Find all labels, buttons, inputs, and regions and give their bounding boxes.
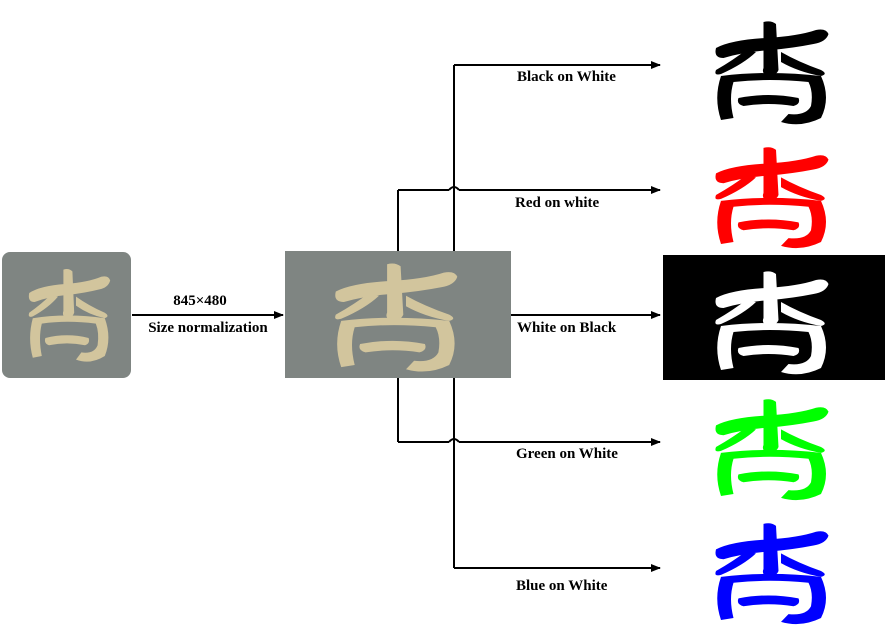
line-hop-upper: [448, 186, 460, 191]
branch-connectors: [397, 65, 460, 568]
glyph-black: [715, 21, 829, 125]
label-blue-on-white: Blue on White: [516, 578, 608, 594]
label-black-on-white: Black on White: [517, 69, 616, 85]
glyph-blue: [715, 523, 829, 625]
glyph-green: [715, 399, 829, 501]
output-blue-on-white: [715, 523, 829, 625]
normalization-dims-label: 845×480: [173, 293, 227, 309]
glyph-red: [715, 147, 829, 249]
output-black-on-white: [715, 21, 829, 125]
label-red-on-white: Red on white: [515, 195, 600, 211]
label-green-on-white: Green on White: [516, 446, 618, 462]
normalized-image: [285, 251, 511, 378]
output-red-on-white: [715, 147, 829, 249]
source-image: [2, 252, 131, 378]
label-white-on-black: White on Black: [517, 320, 617, 336]
output-green-on-white: [715, 399, 829, 501]
normalization-label: Size normalization: [148, 320, 268, 336]
line-hop-lower: [448, 438, 460, 443]
output-white-on-black: [663, 255, 885, 380]
